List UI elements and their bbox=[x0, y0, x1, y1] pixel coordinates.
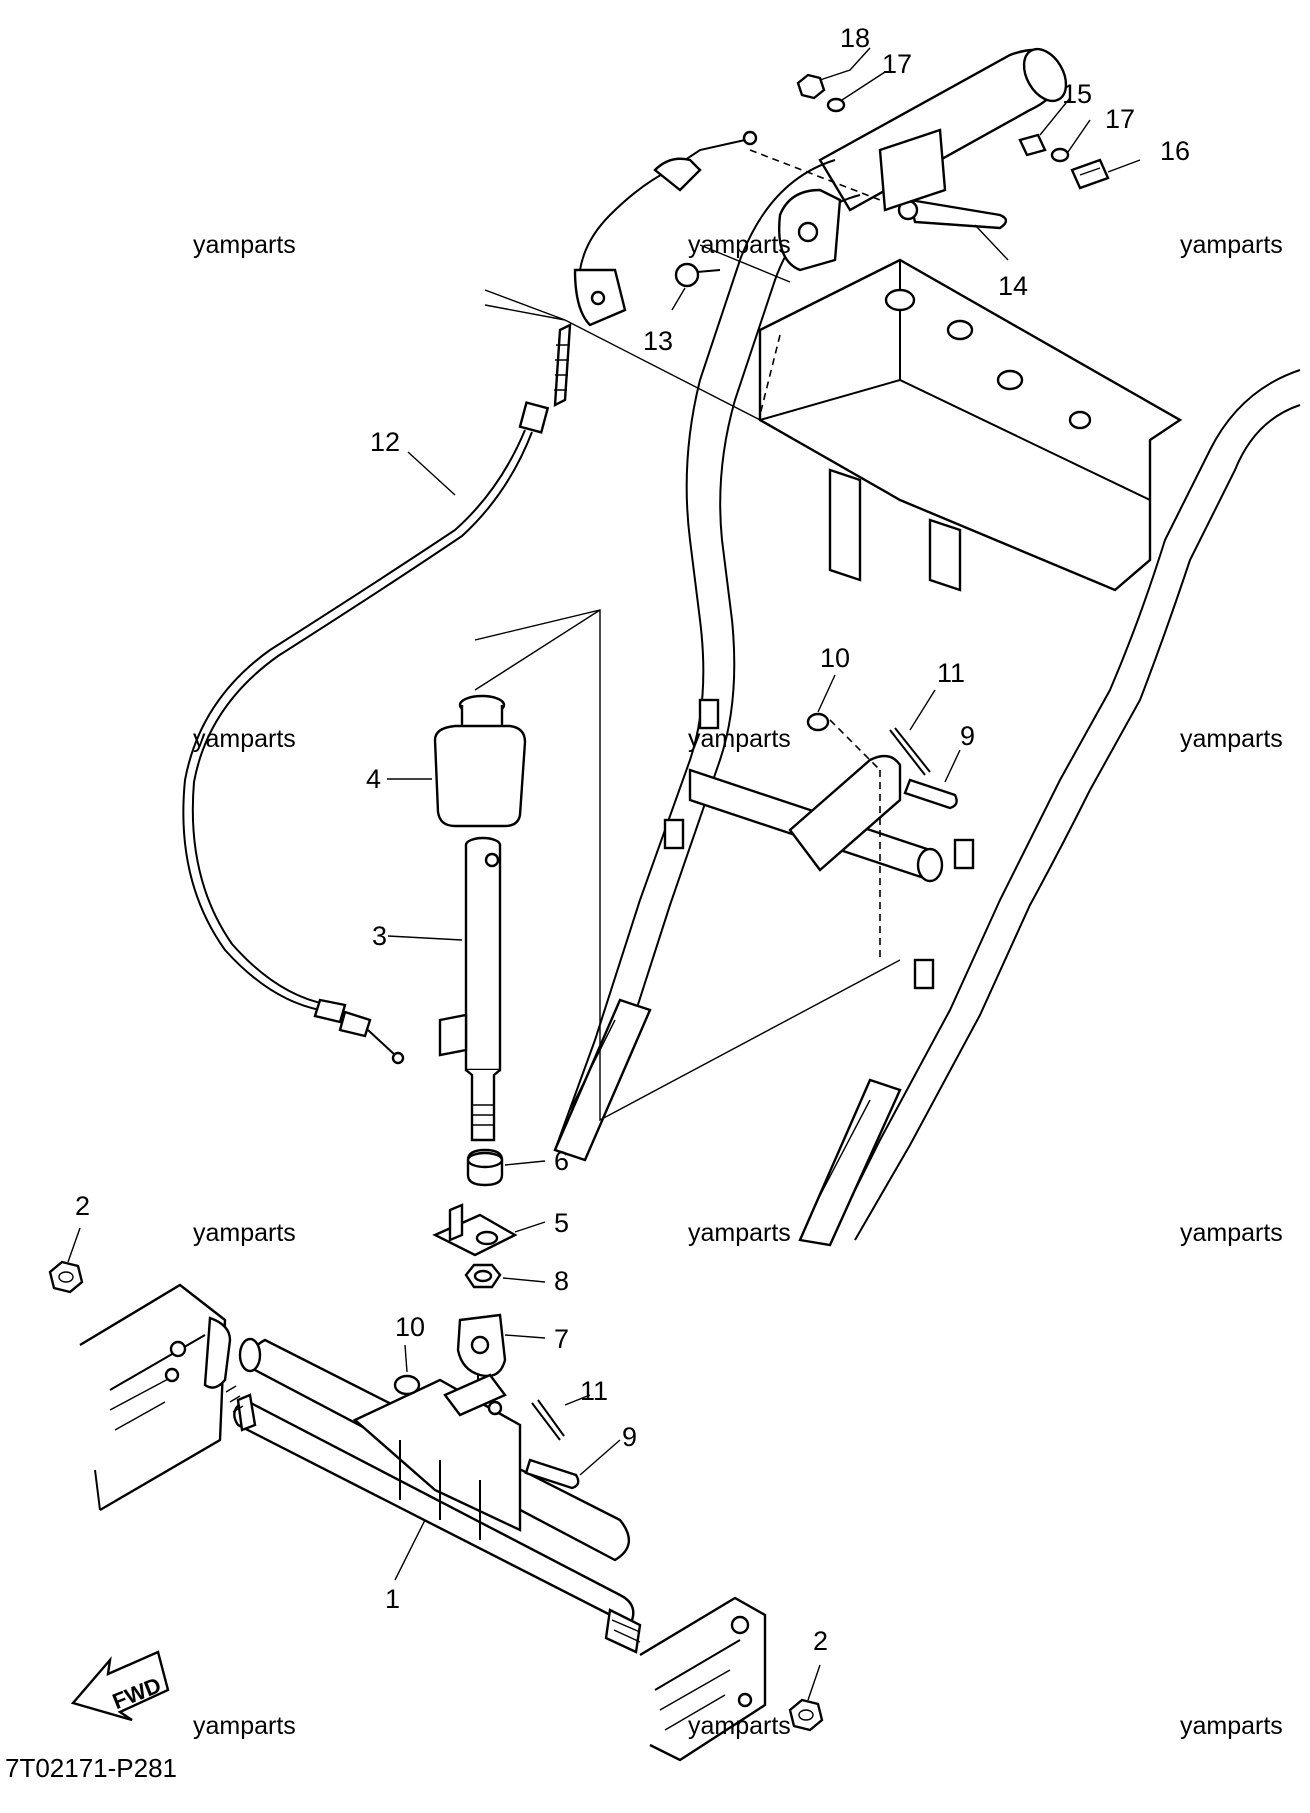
nut-18 bbox=[796, 73, 826, 100]
callout-11-upper: 11 bbox=[937, 658, 965, 688]
callout-18: 18 bbox=[840, 23, 870, 53]
watermark: yamparts bbox=[1180, 231, 1283, 259]
watermark: yamparts bbox=[688, 1219, 791, 1247]
watermark: yamparts bbox=[1180, 725, 1283, 753]
callout-labels: 1 2 2 3 4 5 6 7 8 9 9 10 10 11 11 12 13 … bbox=[75, 23, 1190, 1656]
watermark: yamparts bbox=[193, 1219, 296, 1247]
hardware bbox=[48, 73, 1110, 1732]
watermark: yamparts bbox=[688, 725, 791, 753]
callout-9-lower: 9 bbox=[622, 1422, 637, 1452]
callout-12: 12 bbox=[370, 427, 400, 457]
collar-15 bbox=[1018, 133, 1047, 157]
callout-9-upper: 9 bbox=[960, 721, 975, 751]
cotter-pin-11-upper bbox=[889, 727, 931, 776]
watermark: yamparts bbox=[1180, 1219, 1283, 1247]
watermarks: yamparts yamparts yamparts yamparts yamp… bbox=[193, 231, 1283, 1740]
steering-frame bbox=[553, 47, 1301, 1247]
pin-9-lower bbox=[524, 1458, 580, 1490]
watermark: yamparts bbox=[193, 725, 296, 753]
diagram-code: 7T02171-P281 bbox=[5, 1753, 177, 1783]
callout-15: 15 bbox=[1062, 79, 1092, 109]
washer-10-upper bbox=[806, 712, 830, 732]
watermark: yamparts bbox=[688, 231, 791, 259]
callout-17-right: 17 bbox=[1105, 104, 1135, 134]
bolt-13 bbox=[674, 262, 700, 288]
callout-leaders bbox=[67, 47, 1141, 1701]
reservoir bbox=[433, 694, 527, 828]
callout-14: 14 bbox=[998, 271, 1028, 301]
pin-9-upper bbox=[903, 778, 958, 810]
washer-17-upper bbox=[826, 97, 846, 113]
axle-assembly bbox=[225, 1337, 642, 1654]
callout-2-right: 2 bbox=[813, 1626, 828, 1656]
callout-10-lower: 10 bbox=[395, 1312, 425, 1342]
callout-1: 1 bbox=[385, 1584, 400, 1614]
callout-5: 5 bbox=[554, 1208, 569, 1238]
callout-4: 4 bbox=[366, 764, 381, 794]
fwd-arrow: FWD bbox=[70, 1650, 170, 1722]
watermark: yamparts bbox=[688, 1712, 791, 1740]
watermark: yamparts bbox=[193, 231, 296, 259]
nut-2-right bbox=[788, 1698, 824, 1732]
cotter-pin-11-lower bbox=[531, 1399, 565, 1441]
callout-10-upper: 10 bbox=[820, 643, 850, 673]
watermark: yamparts bbox=[1180, 1712, 1283, 1740]
bolt-16 bbox=[1070, 158, 1110, 190]
throttle-cable bbox=[182, 130, 758, 1065]
washer-10-lower bbox=[393, 1374, 421, 1396]
steering-shaft bbox=[438, 836, 502, 1142]
frame-rails bbox=[79, 1283, 767, 1762]
callout-3: 3 bbox=[372, 921, 387, 951]
nut-2-left bbox=[48, 1260, 84, 1294]
callout-8: 8 bbox=[554, 1266, 569, 1296]
small-parts-stack bbox=[432, 1148, 518, 1400]
callout-16: 16 bbox=[1160, 136, 1190, 166]
callout-2-left: 2 bbox=[75, 1191, 90, 1221]
callout-13: 13 bbox=[643, 326, 673, 356]
callout-7: 7 bbox=[554, 1324, 569, 1354]
callout-17-upper: 17 bbox=[882, 49, 912, 79]
callout-11-lower: 11 bbox=[580, 1376, 608, 1406]
washer-17-right bbox=[1050, 147, 1070, 163]
watermark: yamparts bbox=[193, 1712, 296, 1740]
reference-lines bbox=[474, 149, 901, 1122]
callout-6: 6 bbox=[554, 1146, 569, 1176]
